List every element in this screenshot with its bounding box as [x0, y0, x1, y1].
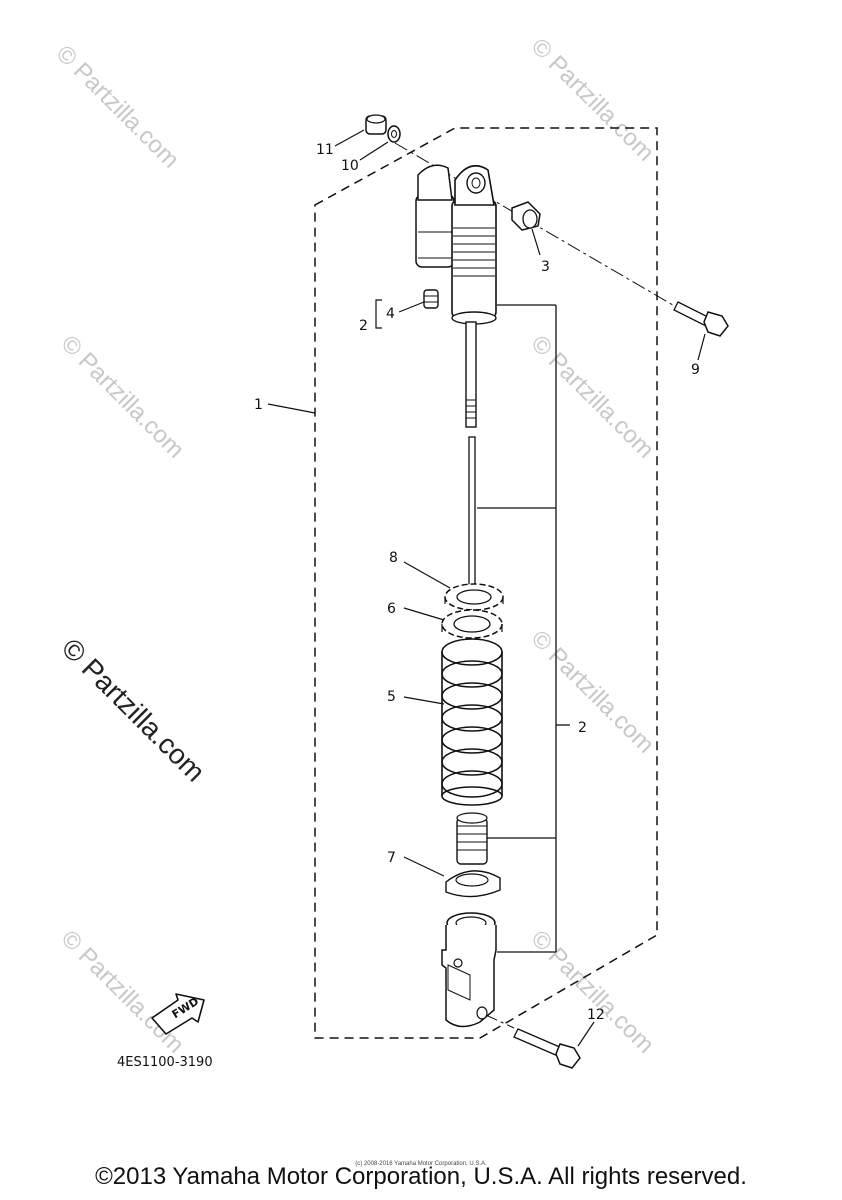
- spring-5-part: [441, 638, 503, 806]
- collar-part: [511, 201, 541, 231]
- damper-body-part: [451, 164, 497, 325]
- spring-stopper-7-part: [445, 870, 501, 898]
- lower-clevis-part: [441, 912, 497, 1028]
- callout-label: 6: [387, 601, 396, 617]
- callout-label: 5: [387, 689, 396, 705]
- piston-rod-part: [465, 321, 477, 428]
- callout-labels: 1 2 2 3 4 5 6 7 8 9 10 11 12: [254, 142, 700, 1023]
- bolt-12-part: [487, 1015, 581, 1069]
- bracket-4: [375, 299, 382, 329]
- callout-label: 8: [389, 550, 398, 566]
- watermark-group: © Partzilla.com © Partzilla.com © Partzi…: [51, 33, 659, 1058]
- callout-label: 10: [341, 158, 359, 174]
- washer-part: [387, 125, 401, 143]
- bracket-2: [477, 304, 570, 953]
- watermark: © Partzilla.com: [526, 625, 659, 758]
- nut-4-part: [423, 289, 439, 309]
- watermark: © Partzilla.com: [526, 33, 659, 166]
- watermark: © Partzilla.com: [51, 40, 184, 173]
- adjuster-6-part: [441, 609, 503, 639]
- watermark: © Partzilla.com: [526, 330, 659, 463]
- callout-label: 2: [359, 318, 368, 334]
- nut-part: [365, 114, 387, 135]
- reservoir-part: [415, 164, 455, 268]
- callout-label: 1: [254, 397, 263, 413]
- drawing-code: 4ES1100-3190: [117, 1055, 213, 1070]
- callout-label: 12: [587, 1007, 605, 1023]
- leader-lines: [267, 129, 706, 1047]
- lower-rod-part: [468, 436, 476, 586]
- bump-stop-part: [456, 812, 488, 865]
- callout-label: 9: [691, 362, 700, 378]
- callout-label: 7: [387, 850, 396, 866]
- assembly-outline: [314, 127, 658, 1039]
- callout-label: 2: [578, 720, 587, 736]
- callout-label: 3: [541, 259, 550, 275]
- callout-label: 11: [316, 142, 334, 158]
- tiny-notice: (c) 2008-2016 Yamaha Motor Corporation, …: [355, 1161, 487, 1167]
- callout-label: 4: [386, 306, 395, 322]
- watermark: © Partzilla.com: [56, 330, 189, 463]
- watermark: © Partzilla.com: [56, 925, 189, 1058]
- watermark-large: © Partzilla.com: [56, 632, 211, 787]
- copyright-text: ©2013 Yamaha Motor Corporation, U.S.A. A…: [95, 1163, 747, 1190]
- bolt-9-part: [673, 301, 729, 337]
- locknut-8-part: [444, 583, 504, 611]
